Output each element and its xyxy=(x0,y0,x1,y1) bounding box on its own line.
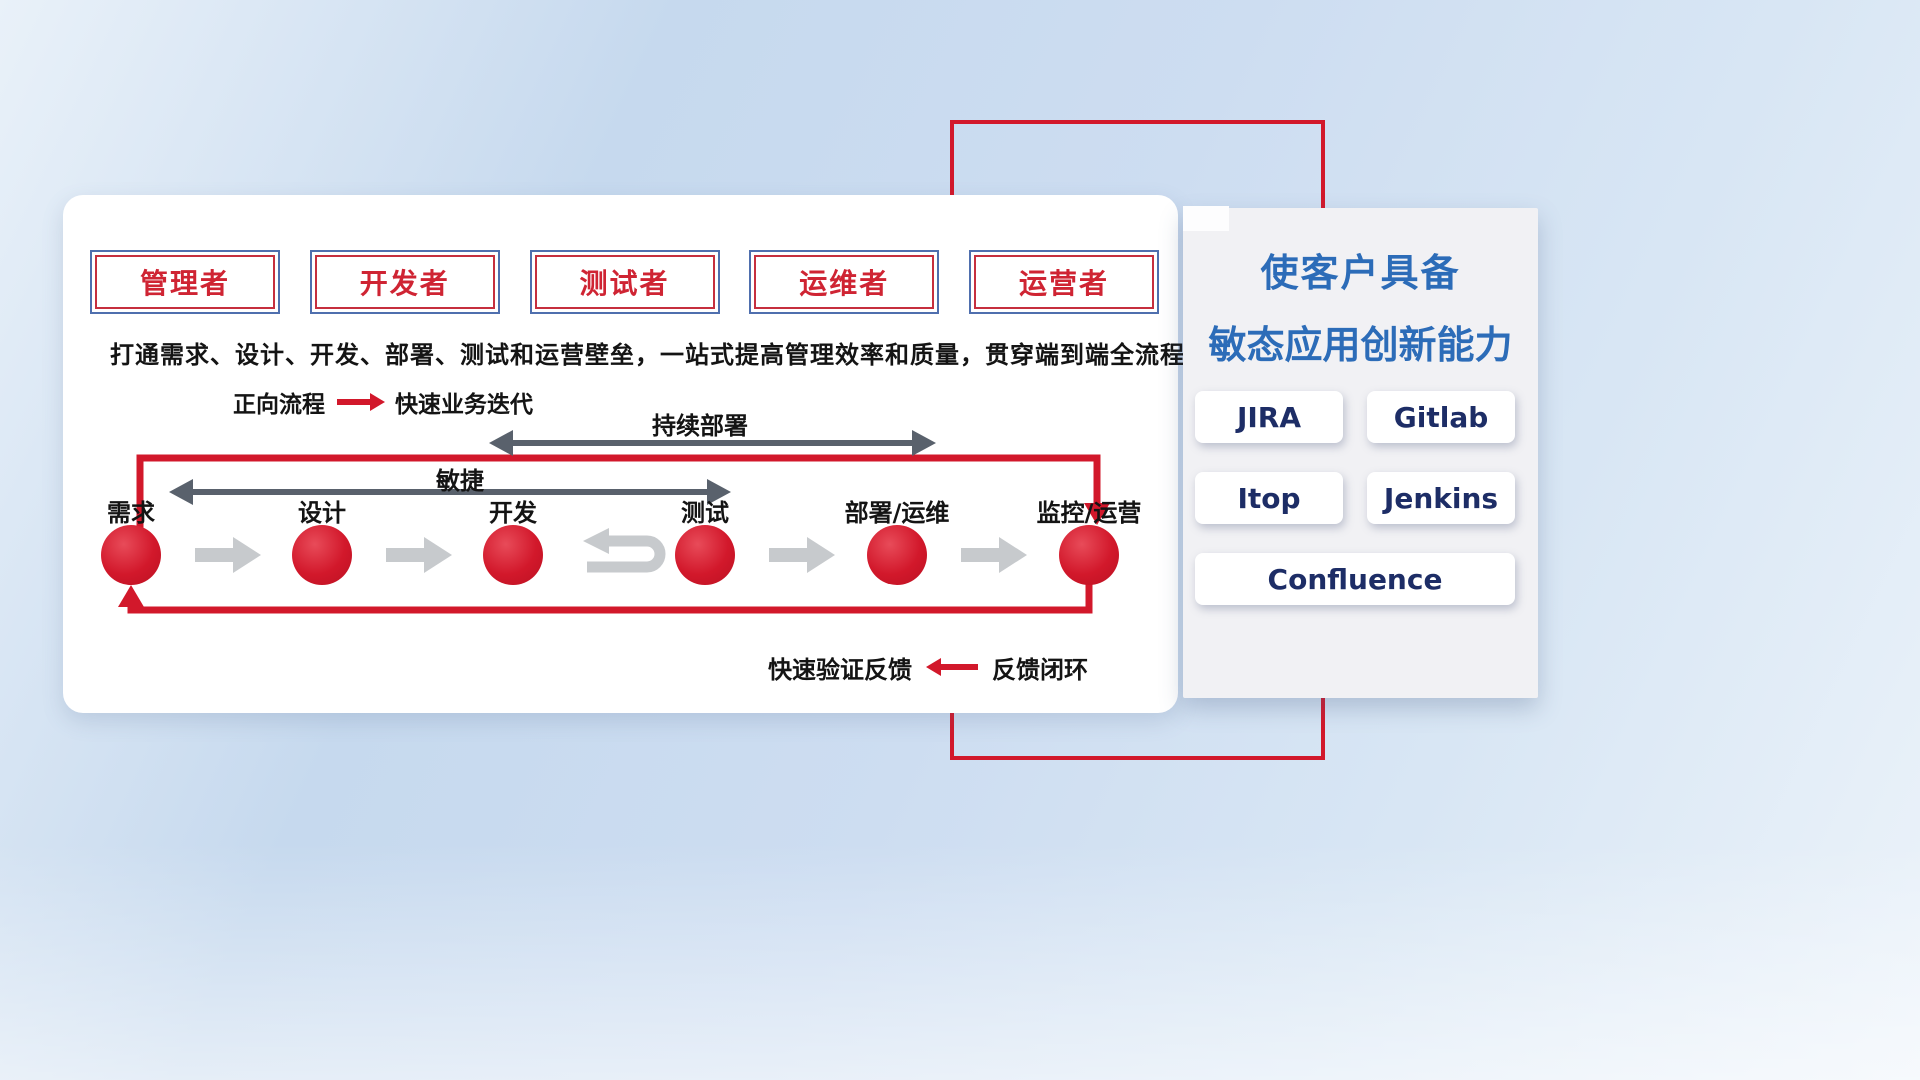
tool-chip-gitlab: Gitlab xyxy=(1367,391,1515,443)
devops-flow-panel: 管理者 开发者 测试者 运维者 运营者 打通需求、设计、开发、部署、测试和运营壁… xyxy=(63,195,1185,713)
stage-node-design xyxy=(292,525,352,585)
feedback-arrow-icon xyxy=(926,658,978,676)
corner-accent xyxy=(1183,206,1229,231)
side-panel-title-line2: 敏态应用创新能力 xyxy=(1208,323,1513,367)
stage-label-deploy-ops: 部署/运维 xyxy=(844,499,950,527)
forward-arrow-icon xyxy=(337,393,385,411)
forward-flow-label: 正向流程 xyxy=(233,392,325,418)
stage-node-development xyxy=(483,525,543,585)
role-box-tester: 测试者 xyxy=(529,250,720,314)
tools-grid: JIRA Gitlab Itop Jenkins Confluence xyxy=(1195,391,1515,605)
stage-label-requirements: 需求 xyxy=(107,499,155,527)
role-box-developer: 开发者 xyxy=(309,250,500,314)
cd-range-arrow xyxy=(489,430,936,456)
tool-chip-jenkins: Jenkins xyxy=(1367,472,1515,524)
continuous-deploy-label: 持续部署 xyxy=(652,412,748,440)
role-label: 运营者 xyxy=(1018,267,1109,300)
flow-arrow-icon xyxy=(386,537,452,573)
description-text: 打通需求、设计、开发、部署、测试和运营壁垒，一站式提高管理效率和质量，贯穿端到端… xyxy=(110,341,1185,369)
tool-chip-confluence: Confluence xyxy=(1195,553,1515,605)
stage-label-testing: 测试 xyxy=(681,499,729,527)
role-box-manager: 管理者 xyxy=(90,250,280,314)
forward-loop-path xyxy=(136,454,1110,531)
stage-node-testing xyxy=(675,525,735,585)
side-panel-title-line1: 使客户具备 xyxy=(1260,251,1461,295)
role-label: 管理者 xyxy=(139,267,230,300)
stage-label-design: 设计 xyxy=(298,499,346,527)
iteration-loop-icon xyxy=(583,528,666,573)
feedback-loop-path xyxy=(118,581,1093,614)
flow-arrow-icon xyxy=(195,537,261,573)
role-label: 开发者 xyxy=(359,267,450,300)
flow-arrow-icon xyxy=(769,537,835,573)
forward-flow-text: 快速业务迭代 xyxy=(395,392,533,418)
stage-label-development: 开发 xyxy=(489,499,537,527)
role-label: 运维者 xyxy=(799,267,890,300)
stage-label-monitor-operations: 监控/运营 xyxy=(1036,499,1142,527)
roles-row: 管理者 开发者 测试者 运维者 运营者 xyxy=(90,250,1159,314)
tool-chip-itop: Itop xyxy=(1195,472,1343,524)
agile-label: 敏捷 xyxy=(436,467,484,495)
stage-node-deploy-ops xyxy=(867,525,927,585)
feedback-fast-label: 快速验证反馈 xyxy=(768,655,912,684)
forward-flow-legend: 正向流程 快速业务迭代 xyxy=(233,387,533,418)
flow-arrow-icon xyxy=(961,537,1027,573)
stage-node-requirements xyxy=(101,525,161,585)
role-box-operator: 运营者 xyxy=(969,250,1159,314)
flow-graphics xyxy=(118,430,1110,614)
feedback-legend: 快速验证反馈 反馈闭环 xyxy=(768,651,1088,684)
tool-chip-jira: JIRA xyxy=(1195,391,1343,443)
stage-node-monitor-operations xyxy=(1059,525,1119,585)
tools-panel: 使客户具备 敏态应用创新能力 JIRA Gitlab Itop Jenkins … xyxy=(1183,208,1538,698)
role-box-ops: 运维者 xyxy=(749,250,940,314)
role-label: 测试者 xyxy=(579,267,670,300)
feedback-loop-label: 反馈闭环 xyxy=(992,655,1088,684)
agile-range-arrow xyxy=(169,479,731,505)
